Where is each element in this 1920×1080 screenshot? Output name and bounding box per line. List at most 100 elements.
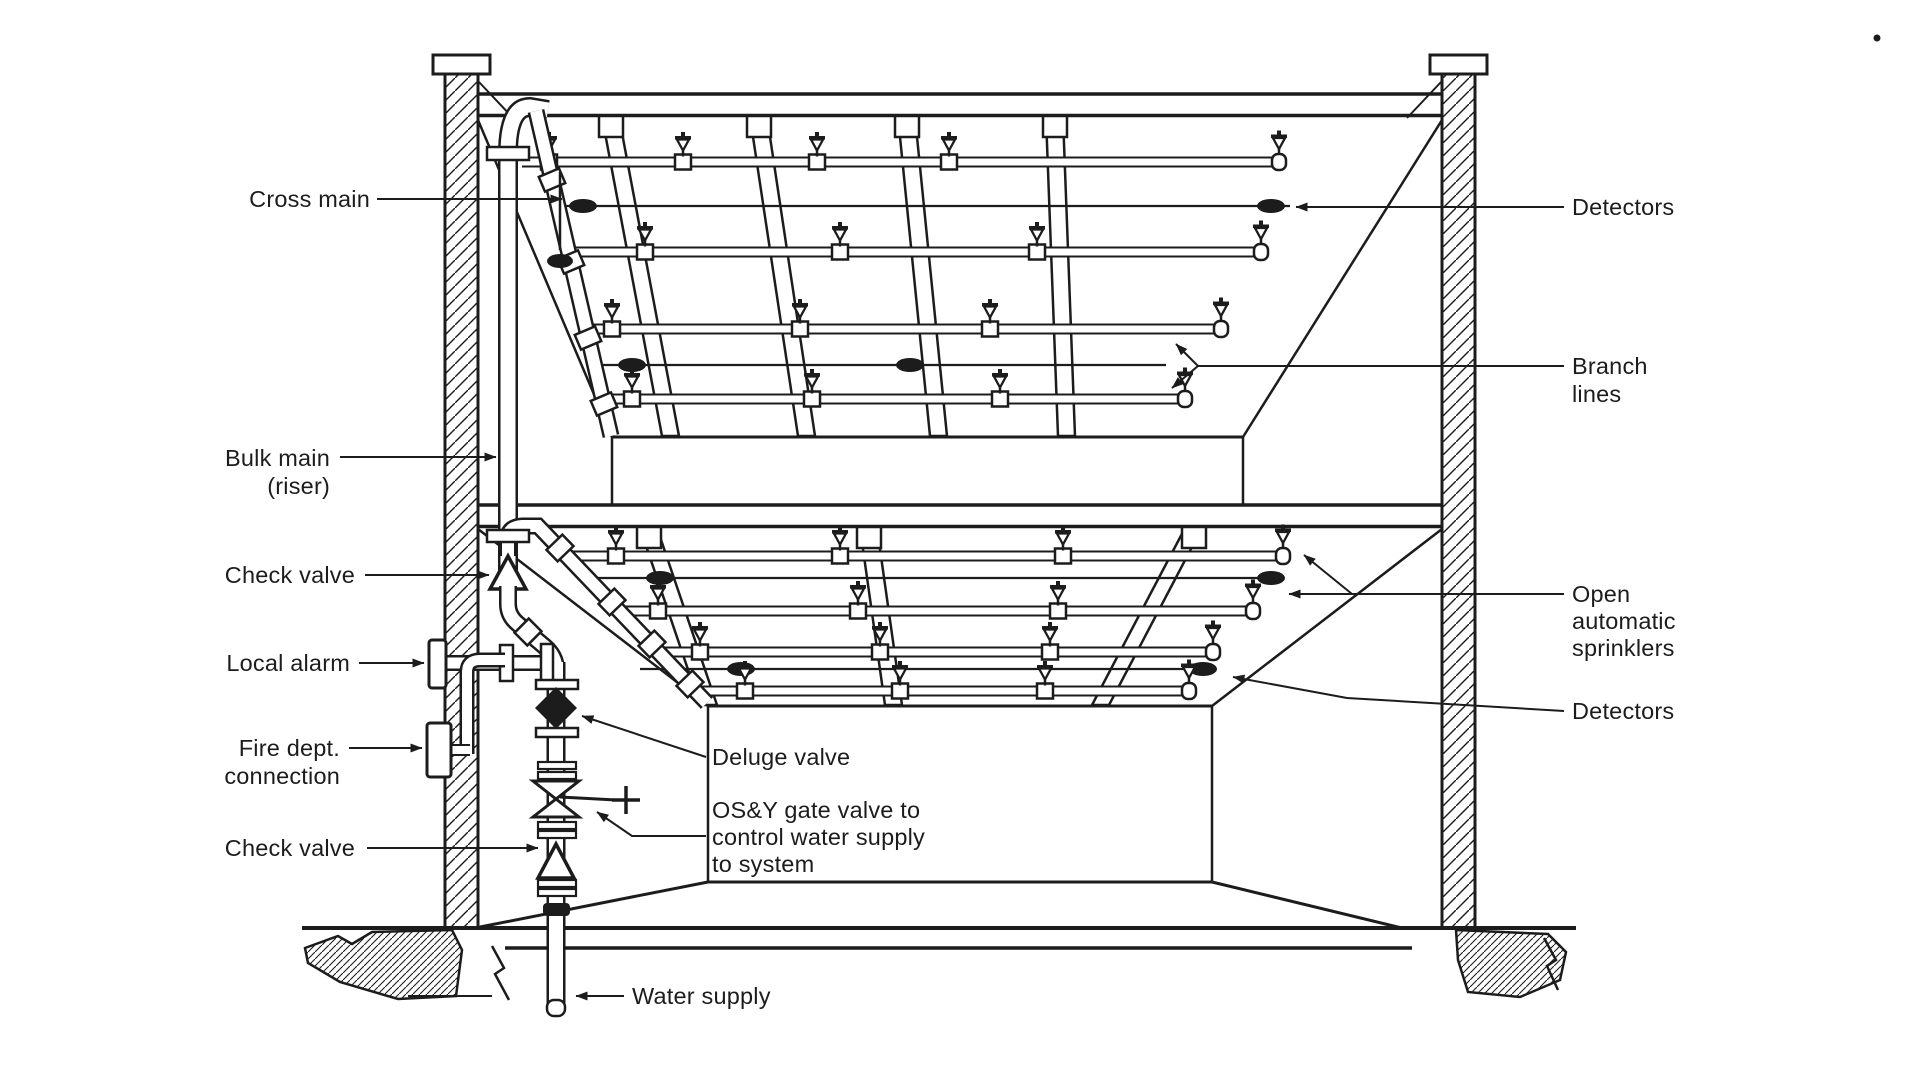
- sprinkler-icon: [1029, 222, 1045, 247]
- pipe-coupling: [635, 243, 655, 261]
- branch-line: [568, 524, 1292, 566]
- pipe-coupling: [1040, 643, 1060, 661]
- left-column: [443, 72, 480, 930]
- floor-ceiling: [522, 114, 1290, 438]
- sprinkler-icon: [1037, 661, 1053, 686]
- pipe-coupling: [990, 390, 1010, 408]
- sprinkler-icon: [941, 132, 957, 157]
- branch-line: [696, 659, 1198, 701]
- osy-gate-valve-icon: [528, 760, 640, 840]
- pipe-coupling: [890, 682, 910, 700]
- detector-icon: [1257, 199, 1285, 213]
- detector-icon: [1257, 571, 1285, 585]
- label-osy-line3: to system: [712, 851, 814, 877]
- sprinkler-icon: [650, 581, 666, 606]
- building-structure: [302, 34, 1881, 1001]
- label-open-sprinklers-line2: automatic: [1572, 608, 1676, 634]
- label-bulk-main-line1: Bulk main: [225, 445, 330, 471]
- pipe-end-cap: [1270, 152, 1288, 172]
- detector-icon: [896, 358, 924, 372]
- label-detectors-bottom: Detectors: [1572, 698, 1674, 724]
- pipe-coupling: [1035, 682, 1055, 700]
- leader-osy: [596, 811, 706, 837]
- sprinkler-icon: [1271, 130, 1287, 155]
- pipe-end-cap: [1180, 681, 1198, 701]
- sprinkler-icon: [604, 299, 620, 324]
- right-column: [1440, 72, 1477, 930]
- pendant-detector: [547, 172, 573, 268]
- detector-icon: [569, 199, 597, 213]
- sprinkler-icon: [1245, 579, 1261, 604]
- pipe-end-cap: [1244, 601, 1262, 621]
- sprinkler-icon: [809, 132, 825, 157]
- sprinkler-icon: [1275, 524, 1291, 549]
- right-corner-brace: [1406, 81, 1442, 119]
- sprinkler-icon: [1213, 297, 1229, 322]
- break-symbol-left: [490, 945, 511, 1001]
- pipe-end-cap: [1204, 642, 1222, 662]
- sprinkler-icon: [872, 622, 888, 647]
- sprinkler-icon: [1042, 622, 1058, 647]
- label-open-sprinklers-line3: sprinklers: [1572, 635, 1675, 661]
- detector-line: [600, 358, 1166, 372]
- sprinkler-icon: [850, 581, 866, 606]
- label-osy-line1: OS&Y gate valve to: [712, 797, 920, 823]
- label-branch-lines-line2: lines: [1572, 381, 1621, 407]
- sprinkler-icon: [792, 299, 808, 324]
- pipe-coupling: [939, 153, 959, 171]
- detector-icon: [547, 254, 573, 268]
- sprinkler-icon: [832, 526, 848, 551]
- label-check-valve-upper: Check valve: [225, 562, 355, 588]
- label-local-alarm: Local alarm: [226, 650, 350, 676]
- sprinkler-icon: [624, 369, 640, 394]
- label-water-supply: Water supply: [632, 983, 771, 1009]
- check-valve-lower-icon: [535, 840, 577, 880]
- pipe-coupling: [673, 153, 693, 171]
- sprinkler-icon: [692, 622, 708, 647]
- branch-line: [604, 367, 1194, 409]
- detector-line: [596, 571, 1285, 585]
- sprinkler-icon: [804, 369, 820, 394]
- leader-detectors-bottom: [1232, 674, 1565, 712]
- sprinkler-icon: [892, 661, 908, 686]
- sprinkler-icon: [1055, 526, 1071, 551]
- deluge-valve-icon: [535, 687, 577, 729]
- pipe-coupling: [830, 243, 850, 261]
- riser-flange: [485, 528, 531, 544]
- detector-icon: [646, 571, 674, 585]
- stray-dot: [1873, 34, 1881, 42]
- label-bulk-main-line2: (riser): [267, 473, 330, 499]
- break-symbol-right: [1542, 937, 1560, 991]
- pipe-coupling: [807, 153, 827, 171]
- pipe-coupling: [1027, 243, 1047, 261]
- water-supply-pipe-end: [545, 998, 567, 1018]
- label-fire-dept-line1: Fire dept.: [239, 735, 340, 761]
- label-branch-lines-line1: Branch: [1572, 353, 1648, 379]
- pipe-coupling: [622, 390, 642, 408]
- pipe-coupling: [602, 320, 622, 338]
- sprinkler-icon: [1205, 620, 1221, 645]
- sprinkler-icon: [1181, 659, 1197, 684]
- local-alarm-icon: [427, 638, 448, 690]
- pipe-coupling: [690, 643, 710, 661]
- detector-icon: [618, 358, 646, 372]
- pipe-end-cap: [1274, 546, 1292, 566]
- left-column-cap: [431, 53, 492, 76]
- pipe-floor-collar: [543, 903, 570, 916]
- sprinkler-icon: [675, 132, 691, 157]
- pipe-coupling: [980, 320, 1000, 338]
- sprinkler-icon: [1050, 581, 1066, 606]
- sprinkler-icon: [982, 299, 998, 324]
- pipe-end-cap: [1252, 242, 1270, 262]
- sprinkler-icon: [992, 369, 1008, 394]
- pipe-end-cap: [1212, 319, 1230, 339]
- fire-dept-connection-icon: [425, 721, 453, 779]
- right-foundation: [1454, 928, 1568, 999]
- branch-line: [619, 579, 1262, 621]
- pipe-coupling: [802, 390, 822, 408]
- left-foundation: [303, 928, 511, 1001]
- tee-flange: [539, 642, 555, 684]
- lower-room-outline: [477, 528, 1443, 930]
